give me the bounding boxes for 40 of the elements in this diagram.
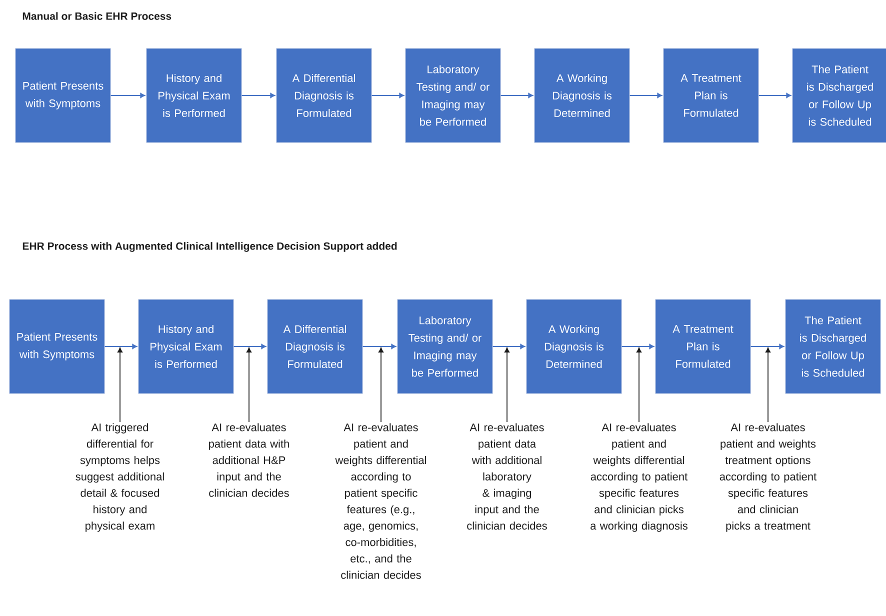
leader-arrow [636, 347, 642, 422]
process-box: Patient Presents with Symptoms [9, 299, 105, 394]
arrow [233, 344, 266, 350]
arrow [621, 344, 654, 350]
annotation-text: AI re-evaluates patient data with additional laboratory & imaging input and the clinician decides [467, 423, 547, 530]
annotation-text: AI re-evaluates patient and weights treatment options according to patient specific features and clinician picks a treatment [720, 423, 817, 532]
arrow [629, 92, 662, 98]
annotation-text: AI re-evaluates patient data with additional H&P input and the clinician decides [209, 423, 289, 497]
leader-arrow [117, 347, 123, 422]
process-box: A Working Diagnosis is Determined [526, 299, 622, 394]
arrow [371, 92, 404, 98]
leader-arrow [378, 347, 384, 422]
process-box: A Treatment Plan is Formulated [655, 299, 751, 394]
process-box: The Patient is Discharged or Follow Up is Scheduled [785, 299, 881, 394]
leader-arrow [765, 347, 771, 422]
arrow [750, 344, 784, 350]
section-heading: Manual or Basic EHR Process [22, 12, 172, 20]
annotation-text: AI triggered differential for symptoms helps suggest additional detail & focused history and physical exam [76, 423, 164, 532]
arrow [241, 92, 276, 98]
process-box: A Working Diagnosis is Determined [534, 48, 630, 143]
process-box: Laboratory Testing and/ or Imaging may be Performed [405, 48, 501, 143]
arrow [104, 344, 138, 350]
process-box: The Patient is Discharged or Follow Up is Scheduled [792, 48, 886, 143]
annotation-text: AI re-evaluates patient and weights differential according to patient specific features and clinician picks a working diagnosis [590, 423, 688, 532]
arrow [492, 344, 526, 350]
arrow [500, 92, 534, 98]
section-heading: EHR Process with Augmented Clinical Intelligence Decision Support added [22, 242, 397, 252]
leader-arrow [246, 347, 252, 422]
process-box: A Differential Diagnosis is Formulated [276, 48, 372, 143]
process-box: A Treatment Plan is Formulated [663, 48, 759, 143]
process-box: History and Physical Exam is Performed [138, 299, 234, 394]
process-box: Patient Presents with Symptoms [15, 48, 111, 143]
arrow [362, 344, 396, 350]
process-box: A Differential Diagnosis is Formulated [267, 299, 363, 394]
process-box: History and Physical Exam is Performed [146, 48, 242, 143]
process-box: Laboratory Testing and/ or Imaging may be Performed [397, 299, 493, 394]
annotation-text: AI re-evaluates patient and weights differential according to patient specific features (e.g., age, genomics, co-morbidities, etc., and the clinician decides [335, 423, 426, 579]
arrow [758, 92, 792, 98]
arrow [110, 92, 146, 98]
leader-arrow [504, 347, 510, 422]
